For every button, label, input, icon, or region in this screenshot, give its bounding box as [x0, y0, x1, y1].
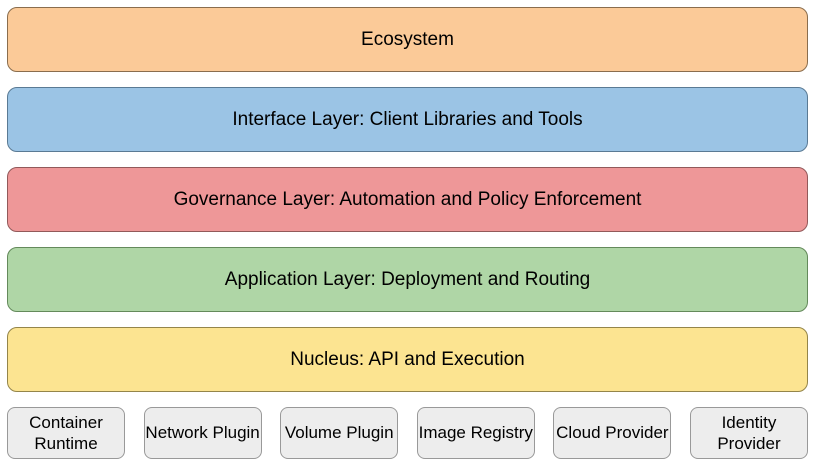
plugin-cloud-provider: Cloud Provider	[553, 407, 672, 459]
plugin-row: Container Runtime Network Plugin Volume …	[7, 407, 808, 459]
layer-governance-label: Governance Layer: Automation and Policy …	[173, 189, 642, 210]
plugin-network-plugin-label: Network Plugin	[145, 423, 260, 443]
plugin-volume-plugin-label: Volume Plugin	[284, 423, 394, 443]
layer-ecosystem: Ecosystem	[7, 7, 808, 72]
plugin-identity-provider-label: Identity Provider	[717, 412, 781, 453]
plugin-volume-plugin: Volume Plugin	[280, 407, 399, 459]
layer-nucleus-label: Nucleus: API and Execution	[290, 349, 525, 370]
layer-ecosystem-label: Ecosystem	[361, 29, 454, 50]
plugin-image-registry: Image Registry	[416, 407, 535, 459]
layer-application: Application Layer: Deployment and Routin…	[7, 247, 808, 312]
plugin-network-plugin: Network Plugin	[143, 407, 262, 459]
plugin-container-runtime: Container Runtime	[7, 407, 125, 459]
layer-governance: Governance Layer: Automation and Policy …	[7, 167, 808, 232]
plugin-image-registry-label: Image Registry	[418, 423, 533, 443]
layer-interface-label: Interface Layer: Client Libraries and To…	[232, 109, 583, 130]
plugin-identity-provider: Identity Provider	[689, 407, 808, 459]
layer-application-label: Application Layer: Deployment and Routin…	[224, 269, 591, 290]
layer-nucleus: Nucleus: API and Execution	[7, 327, 808, 392]
plugin-container-runtime-label: Container Runtime	[29, 412, 103, 453]
layer-interface: Interface Layer: Client Libraries and To…	[7, 87, 808, 152]
plugin-cloud-provider-label: Cloud Provider	[556, 423, 669, 443]
